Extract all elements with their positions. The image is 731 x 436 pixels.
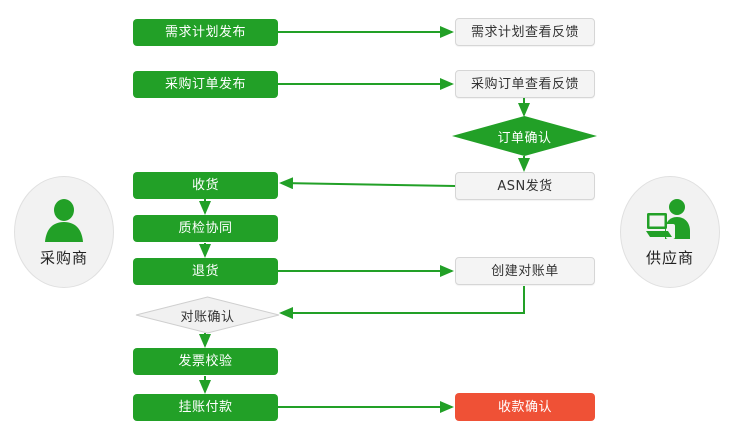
node-quality-collaboration[interactable]: 质检协同 (133, 215, 278, 242)
edge-asn-to-goods-receipt (279, 177, 456, 190)
diamond-shape (135, 296, 280, 334)
node-label: 挂账付款 (178, 400, 233, 415)
person-at-computer-icon (646, 198, 690, 239)
node-label: 收货 (191, 178, 219, 193)
node-invoice-verify[interactable]: 发票校验 (133, 348, 278, 375)
node-label: 需求计划发布 (164, 25, 246, 40)
node-label: 发票校验 (178, 354, 233, 369)
node-payment-posting[interactable]: 挂账付款 (133, 394, 278, 421)
node-demand-plan-feedback[interactable]: 需求计划查看反馈 (455, 18, 595, 46)
node-po-publish[interactable]: 采购订单发布 (133, 71, 278, 98)
node-label: 创建对账单 (491, 263, 559, 279)
node-receipt-confirm[interactable]: 收款确认 (455, 393, 595, 421)
node-label: 收款确认 (497, 399, 552, 415)
node-label: 退货 (191, 264, 219, 279)
actor-supplier-label: 供应商 (645, 248, 694, 267)
node-label: 需求计划查看反馈 (470, 24, 579, 40)
node-label: 采购订单发布 (164, 77, 246, 92)
edge-create-statement-to-confirm (279, 286, 525, 319)
node-return-goods[interactable]: 退货 (133, 258, 278, 285)
node-label: ASN发货 (497, 178, 553, 194)
node-label: 对账确认 (180, 309, 235, 325)
node-label: 采购订单查看反馈 (470, 76, 579, 92)
actor-buyer[interactable]: 采购商 (14, 176, 114, 288)
node-label: 质检协同 (178, 221, 233, 236)
node-statement-confirm[interactable]: 对账确认 (135, 296, 280, 334)
actor-buyer-label: 采购商 (39, 248, 88, 267)
node-order-confirm[interactable]: 订单确认 (452, 116, 597, 156)
node-create-statement[interactable]: 创建对账单 (455, 257, 595, 285)
diamond-shape (452, 116, 597, 156)
node-asn-shipment[interactable]: ASN发货 (455, 172, 595, 200)
node-po-feedback[interactable]: 采购订单查看反馈 (455, 70, 595, 98)
node-goods-receipt[interactable]: 收货 (133, 172, 278, 199)
person-icon (45, 198, 83, 242)
node-label: 订单确认 (497, 130, 552, 146)
actor-supplier[interactable]: 供应商 (620, 176, 720, 288)
node-demand-plan-publish[interactable]: 需求计划发布 (133, 19, 278, 46)
